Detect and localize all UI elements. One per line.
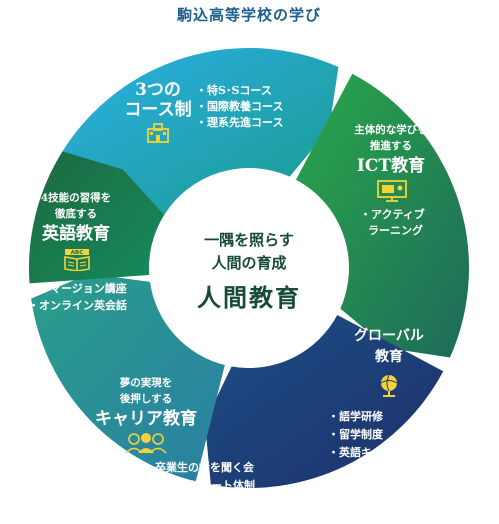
english-intro-2: 徹底する	[55, 208, 97, 220]
global-bullet-2: ・留学制度	[328, 428, 383, 441]
english-bullet-2: ・オンライン英会話	[28, 299, 127, 312]
page-title: 駒込高等学校の学び	[176, 6, 322, 24]
course-heading-2: コース制	[124, 100, 192, 120]
school-building-icon	[145, 122, 171, 148]
course-heading-1: 3つの	[135, 80, 181, 100]
segment-course	[62, 48, 339, 216]
global-heading-2: 教育	[375, 349, 403, 365]
people-icon	[124, 432, 168, 458]
course-bullet-3: ・理系先進コース	[196, 116, 284, 129]
career-intro-2: 後押しする	[119, 393, 173, 405]
center-circle	[151, 170, 347, 366]
career-bullet-2: ・進路サポート体制	[156, 479, 255, 492]
ict-bullet-1: ・アクティブ	[360, 208, 425, 221]
global-heading-1: グローバル	[354, 328, 424, 344]
career-intro-1: 夢の実現を	[119, 377, 173, 389]
segment-career	[31, 273, 225, 482]
ict-intro-2: 推進する	[370, 140, 412, 152]
ict-heading: ICT教育	[356, 156, 426, 176]
segment-ict	[295, 73, 469, 358]
presentation-screen-icon	[376, 179, 408, 207]
course-bullet-2: ・国際教養コース	[196, 100, 284, 113]
english-bullet-1: ・イマージョン講座	[28, 282, 127, 295]
globe-icon	[377, 372, 401, 402]
career-bullet-1: ・卒業生の話を聞く会	[144, 461, 254, 474]
center-line-2: 人間の育成	[211, 254, 287, 272]
abc-book-icon: ABC	[63, 247, 91, 275]
english-intro-1: 4技能の習得を	[40, 192, 112, 204]
segment-english	[28, 151, 165, 284]
center-line-1: 一隅を照らす	[204, 231, 294, 249]
ict-bullet-2: ラーニング	[368, 224, 423, 237]
career-heading: キャリア教育	[95, 409, 197, 429]
ict-intro-1: 主体的な学びを	[354, 124, 428, 136]
segment-global	[204, 314, 444, 489]
english-heading: 英語教育	[42, 224, 110, 244]
global-bullet-3: ・英語キャンプ	[328, 446, 405, 459]
svg-text:ABC: ABC	[71, 250, 84, 256]
global-bullet-1: ・語学研修	[328, 410, 383, 423]
course-bullet-1: ・特S･Sコース	[196, 84, 272, 97]
center-line-3: 人間教育	[197, 283, 301, 312]
